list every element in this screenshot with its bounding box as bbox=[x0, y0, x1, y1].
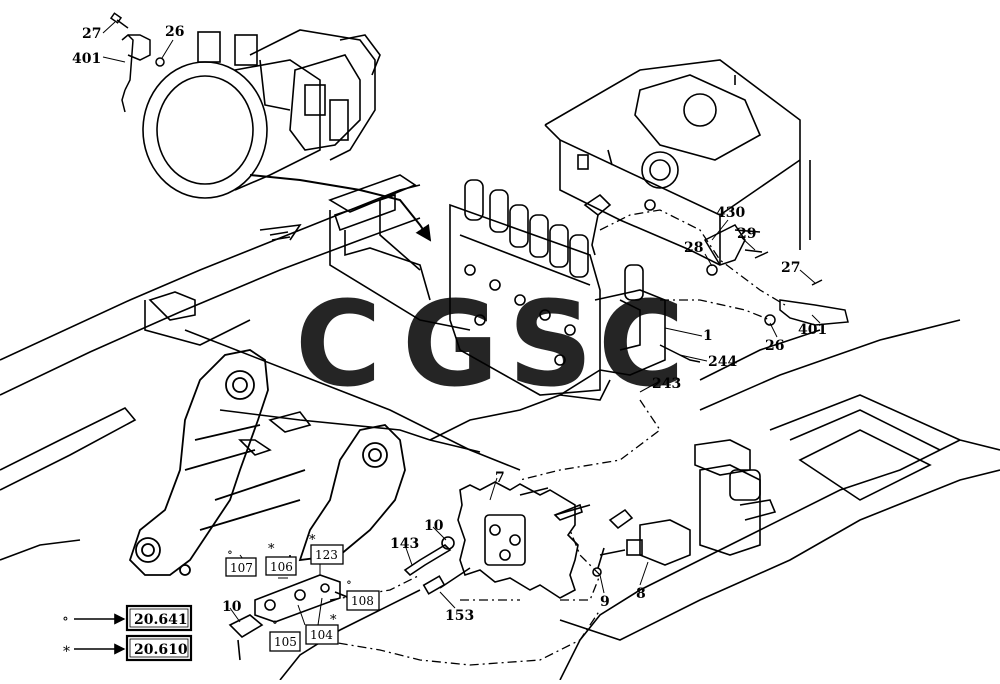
boxed-label-106: * 106 bbox=[265, 542, 297, 576]
hydraulic-pump bbox=[142, 29, 432, 242]
part-label-10-lower: 10 bbox=[222, 599, 242, 615]
part-label-7: 7 bbox=[495, 470, 505, 486]
boom-brackets bbox=[128, 349, 406, 576]
part-label-27-right: 27 bbox=[781, 260, 800, 276]
boxed-label-123: * 123 bbox=[309, 533, 344, 565]
part-label-28: 28 bbox=[684, 240, 703, 256]
boxed-label-106-text: 106 bbox=[270, 560, 293, 574]
part-label-243: 243 bbox=[652, 376, 681, 392]
tank-fittings bbox=[659, 224, 849, 363]
boxed-label-107: ∘ 107 bbox=[225, 545, 257, 577]
part-label-401-right: 401 bbox=[798, 322, 827, 338]
reference-legend: ∘ 20.641 * 20.610 bbox=[62, 604, 193, 662]
chassis-frame bbox=[0, 174, 1000, 681]
watermark-letter-c1: C bbox=[295, 275, 382, 413]
star-marker: * bbox=[268, 542, 275, 557]
circle-marker: ∘ bbox=[272, 615, 278, 629]
boxed-label-105: ∘ 105 bbox=[269, 615, 301, 652]
solenoid-valve-assembly bbox=[592, 439, 777, 577]
circle-marker: ∘ bbox=[227, 545, 233, 559]
watermark-letter-c2: C bbox=[598, 275, 685, 413]
part-label-26-right: 26 bbox=[765, 338, 784, 354]
part-label-244: 244 bbox=[708, 354, 737, 370]
hose-routing bbox=[319, 209, 786, 666]
part-label-29: 29 bbox=[737, 226, 756, 242]
reference-row-star: * 20.610 bbox=[63, 634, 193, 662]
pump-fittings bbox=[109, 12, 165, 113]
boxed-label-107-text: 107 bbox=[230, 561, 253, 575]
part-label-26: 26 bbox=[165, 24, 184, 40]
legend-circle-symbol: ∘ bbox=[62, 611, 69, 627]
part-label-430: 430 bbox=[716, 205, 745, 221]
manifold-block bbox=[403, 481, 591, 599]
boxed-label-123-text: 123 bbox=[315, 548, 338, 562]
boxed-label-104: * 104 bbox=[305, 613, 339, 645]
star-marker: * bbox=[309, 533, 316, 548]
circle-marker: ∘ bbox=[346, 575, 352, 589]
reference-20-641[interactable]: 20.641 bbox=[134, 612, 188, 628]
part-label-10: 10 bbox=[424, 518, 444, 534]
boxed-label-104-text: 104 bbox=[310, 628, 333, 642]
watermark-letter-g: G bbox=[402, 275, 499, 413]
watermark-letter-s: S bbox=[508, 275, 593, 413]
hydraulic-tank bbox=[544, 59, 811, 266]
legend-star-symbol: * bbox=[63, 644, 70, 660]
watermark: C G S C bbox=[295, 275, 685, 413]
control-valve-block bbox=[449, 179, 666, 396]
part-labels: 27 26 401 430 29 28 27 26 401 1 244 243 … bbox=[72, 24, 827, 624]
part-label-143: 143 bbox=[390, 536, 419, 552]
boxed-label-108: ∘ 108 bbox=[346, 575, 380, 611]
part-label-27: 27 bbox=[82, 26, 101, 42]
part-label-153: 153 bbox=[445, 608, 474, 624]
part-label-9: 9 bbox=[600, 594, 610, 610]
part-label-1: 1 bbox=[703, 328, 713, 344]
part-label-8: 8 bbox=[636, 586, 646, 602]
reference-row-circle: ∘ 20.641 bbox=[62, 604, 193, 632]
star-marker: * bbox=[330, 613, 337, 628]
reference-20-610[interactable]: 20.610 bbox=[134, 642, 188, 658]
part-label-401: 401 bbox=[72, 51, 101, 67]
boxed-label-108-text: 108 bbox=[351, 594, 374, 608]
boxed-labels: ∘ 107 * 106 * 123 ∘ 108 ∘ 105 * 104 bbox=[225, 533, 380, 652]
boxed-label-105-text: 105 bbox=[274, 635, 297, 649]
